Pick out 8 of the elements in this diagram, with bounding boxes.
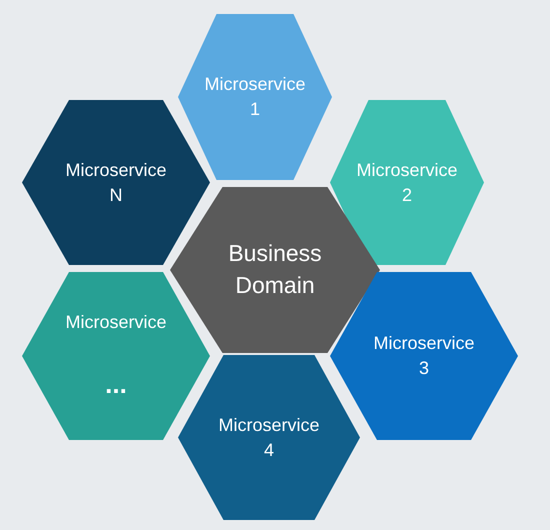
hexagon-label: Microservice 4	[218, 414, 320, 462]
hexagon-label: Microservice N	[65, 158, 166, 206]
hexagon-label: Microservice 1	[204, 73, 306, 121]
hexagon-label: Microservice 2	[356, 158, 458, 206]
ellipsis-label: ...	[105, 368, 127, 400]
hexagon-label: Microservice	[65, 310, 166, 334]
hexagon-label: Microservice 3	[373, 332, 474, 380]
hexagon-label: Business Domain	[228, 239, 322, 300]
